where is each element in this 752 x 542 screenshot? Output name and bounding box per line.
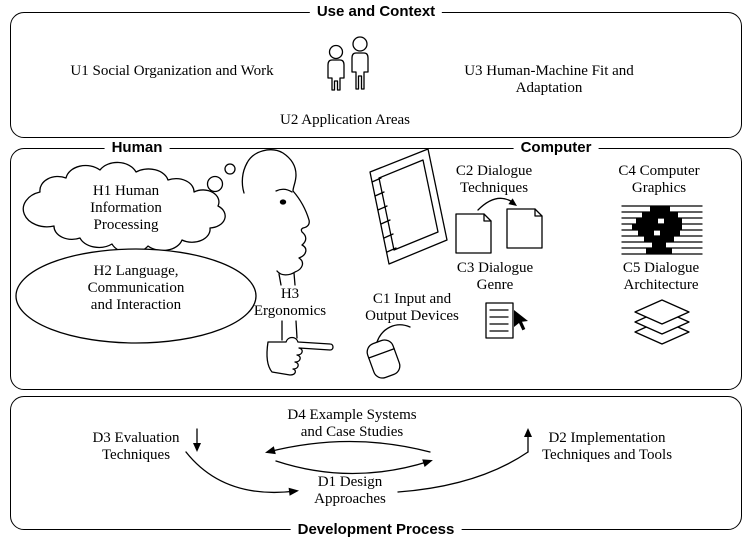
label-u1: U1 Social Organization and Work xyxy=(70,63,274,79)
label-h1: H1 Human Information Processing xyxy=(90,183,162,233)
human-title: Human xyxy=(104,138,170,158)
design-cycle-arrows-icon xyxy=(185,428,532,496)
use-and-context-section: Use and Context xyxy=(10,2,742,138)
use-and-context-title: Use and Context xyxy=(309,2,443,22)
thought-cloud-icon xyxy=(22,161,226,254)
dialogue-architecture-layers-icon xyxy=(634,299,690,345)
computer-title: Computer xyxy=(513,138,599,158)
label-c4: C4 Computer Graphics xyxy=(618,163,700,196)
document-cursor-icon xyxy=(485,302,528,339)
speech-ellipse-icon xyxy=(15,248,257,344)
label-c1: C1 Input and Output Devices xyxy=(365,291,459,324)
development-process-title: Development Process xyxy=(290,520,462,540)
label-c5: C5 Dialogue Architecture xyxy=(622,260,700,293)
mouse-icon xyxy=(366,324,411,379)
dialogue-documents-icon xyxy=(455,197,543,254)
label-h2: H2 Language, Communication and Interacti… xyxy=(87,263,185,313)
human-computer-section: Human Computer xyxy=(10,138,742,390)
people-icon xyxy=(327,36,369,91)
label-d2: D2 Implementation Techniques and Tools xyxy=(541,430,673,463)
thought-bubbles-icon xyxy=(206,163,236,193)
display-icon xyxy=(369,148,448,265)
head-profile-icon xyxy=(241,149,310,341)
label-h3: H3 Ergonomics xyxy=(253,286,327,319)
development-process-section: Development Process xyxy=(10,396,742,540)
pointing-hand-icon xyxy=(266,336,334,376)
label-u3: U3 Human-Machine Fit and Adaptation xyxy=(464,63,634,96)
label-d3: D3 Evaluation Techniques xyxy=(92,430,180,463)
label-c2: C2 Dialogue Techniques xyxy=(455,163,533,196)
label-c3: C3 Dialogue Genre xyxy=(456,260,534,293)
label-d1: D1 Design Approaches xyxy=(314,474,386,507)
computer-graphics-icon xyxy=(621,205,703,255)
label-u2: U2 Application Areas xyxy=(280,112,410,128)
label-d4: D4 Example Systems and Case Studies xyxy=(287,407,417,440)
